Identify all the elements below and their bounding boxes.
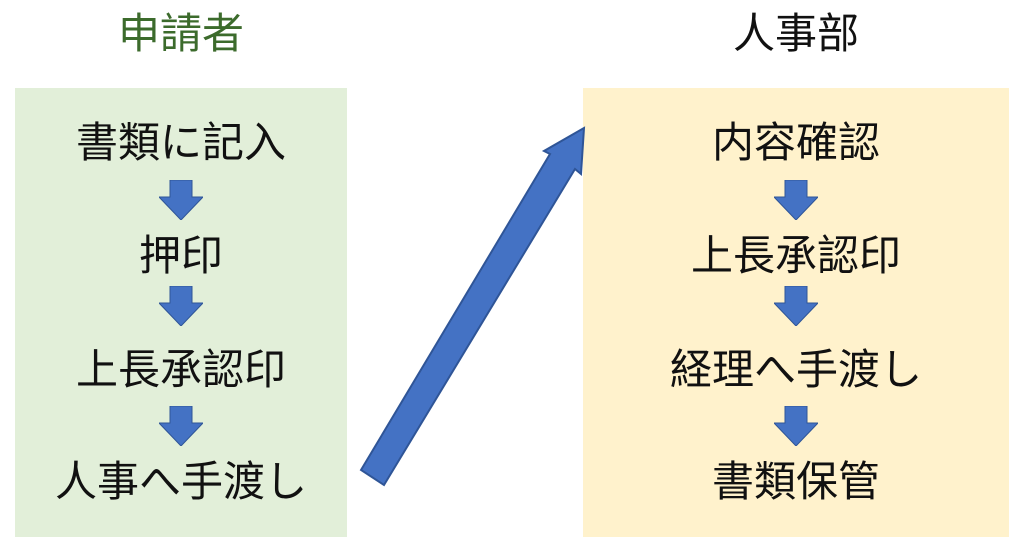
applicant-step-fill-form: 書類に記入 — [75, 118, 286, 167]
down-arrow-icon — [159, 406, 203, 446]
applicant-panel: 書類に記入 押印 上長承認印 人事へ手渡し — [15, 88, 347, 537]
applicant-step-stamp: 押印 — [138, 231, 223, 280]
hr-step-supervisor-approval: 上長承認印 — [690, 231, 901, 280]
hr-column-title: 人事部 — [732, 9, 859, 58]
down-arrow-icon — [159, 286, 203, 326]
applicant-column-title: 申請者 — [117, 9, 244, 58]
applicant-step-hand-to-hr: 人事へ手渡し — [54, 457, 307, 506]
hr-panel: 内容確認 上長承認印 経理へ手渡し 書類保管 — [583, 88, 1009, 537]
down-arrow-icon — [159, 180, 203, 220]
down-arrow-icon — [774, 180, 818, 220]
hr-step-hand-to-accounting: 経理へ手渡し — [669, 345, 922, 394]
down-arrow-icon — [774, 406, 818, 446]
applicant-step-supervisor-approval: 上長承認印 — [75, 345, 286, 394]
down-arrow-icon — [774, 286, 818, 326]
hr-step-document-storage: 書類保管 — [711, 457, 880, 506]
hr-step-content-check: 内容確認 — [711, 118, 880, 167]
